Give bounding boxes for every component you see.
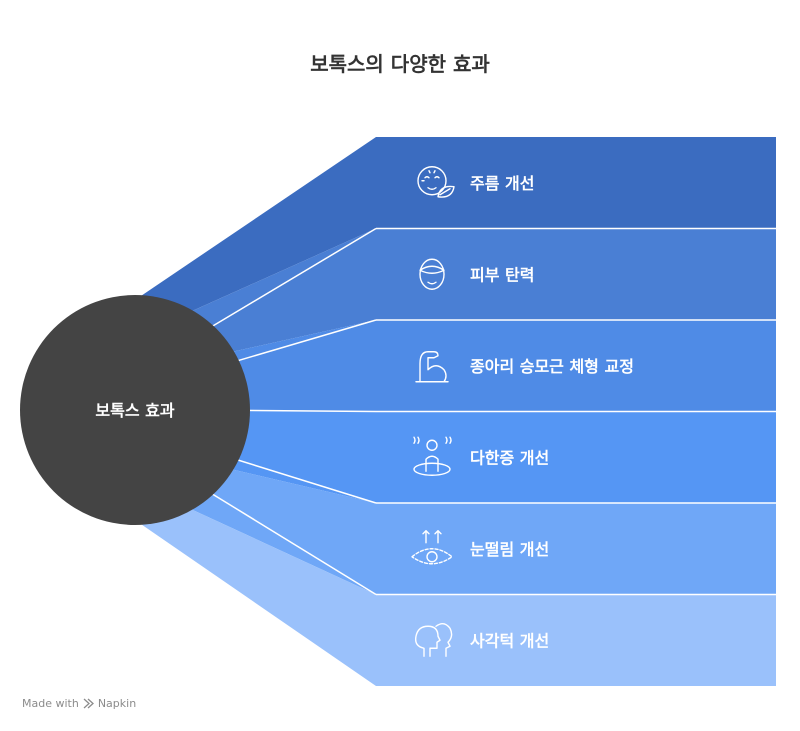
napkin-icon bbox=[83, 698, 94, 709]
eye-arrows-icon bbox=[411, 530, 453, 565]
center-circle bbox=[20, 295, 250, 525]
band-4 bbox=[135, 410, 776, 503]
band-6 bbox=[135, 483, 776, 686]
item-label: 다한증 개선 bbox=[470, 448, 549, 467]
item-label: 종아리 승모근 체형 교정 bbox=[470, 357, 634, 376]
band-3 bbox=[135, 320, 776, 412]
item-label: 사각턱 개선 bbox=[470, 631, 549, 650]
napkin-logo[interactable]: Napkin bbox=[83, 697, 136, 710]
flexed-arm-icon bbox=[415, 351, 449, 383]
band-1 bbox=[135, 137, 776, 337]
item-label: 주름 개선 bbox=[470, 174, 534, 193]
footer: Made with Napkin bbox=[22, 697, 136, 710]
item-label: 피부 탄력 bbox=[470, 265, 534, 284]
person-sweat-icon bbox=[413, 436, 452, 476]
item-label: 눈떨림 개선 bbox=[470, 540, 549, 559]
band-5 bbox=[135, 446, 776, 595]
face-leaf-icon bbox=[417, 166, 455, 198]
made-with-text: Made with bbox=[22, 697, 79, 710]
band-divider bbox=[194, 482, 377, 596]
face-visor-icon bbox=[419, 258, 445, 290]
band-divider bbox=[194, 227, 377, 338]
napkin-brand: Napkin bbox=[97, 697, 137, 710]
band-2 bbox=[135, 228, 776, 374]
center-label: 보톡스 효과 bbox=[95, 401, 174, 420]
page-title: 보톡스의 다양한 효과 bbox=[310, 52, 490, 76]
two-heads-icon bbox=[414, 623, 453, 657]
